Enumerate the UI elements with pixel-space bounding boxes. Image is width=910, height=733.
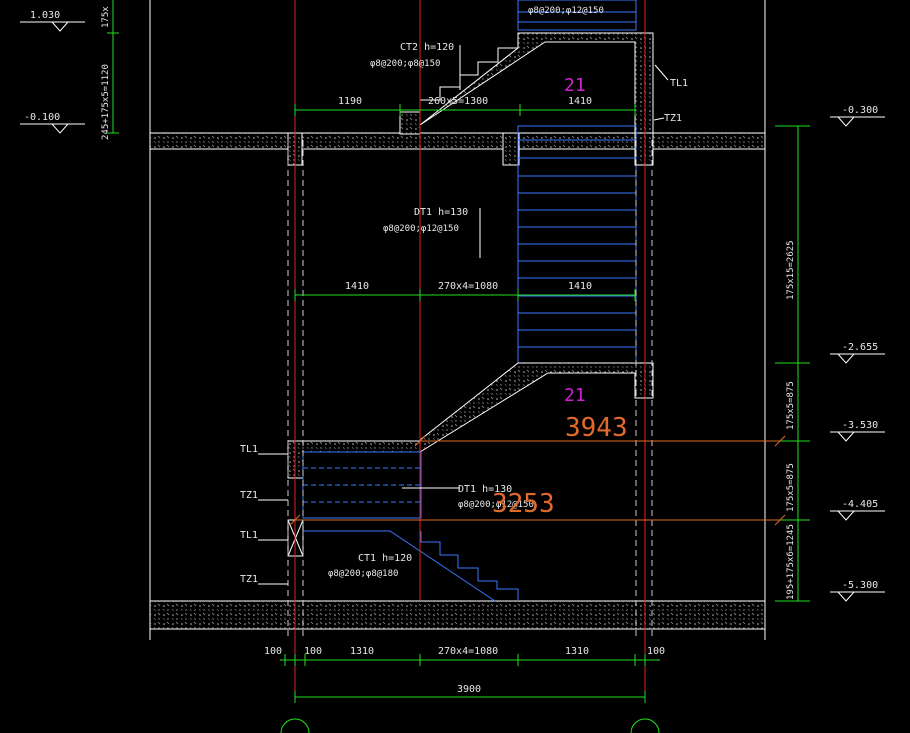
room-label-upper: 21 xyxy=(564,75,586,96)
room-label-lower: 21 xyxy=(564,385,586,406)
building-outline xyxy=(149,0,766,640)
elev-r2: -2.655 xyxy=(842,342,878,353)
elev-mid-left: -0.100 xyxy=(24,112,60,123)
ct2-name: CT2 h=120 xyxy=(400,42,454,53)
elev-r5: -5.300 xyxy=(842,580,878,591)
ct1-name: CT1 h=120 xyxy=(358,553,412,564)
dim-total: 3900 xyxy=(457,684,481,695)
tl1-a-label: TL1 xyxy=(240,444,258,455)
elev-r1: -0.300 xyxy=(842,105,878,116)
measure-3943: 3943 xyxy=(565,413,628,443)
elev-r4: -4.405 xyxy=(842,499,878,510)
dim-row2-a: 1410 xyxy=(345,281,369,292)
dimension-lines xyxy=(107,0,810,703)
ct1-rebar: φ8@200;φ8@180 xyxy=(328,569,398,579)
elevation-marks xyxy=(20,21,885,602)
dim-right-v4: 195+175x6=1245 xyxy=(786,524,796,600)
dt1-upper-rebar: φ8@200;φ12@150 xyxy=(383,224,459,234)
dim-row2-c: 1410 xyxy=(568,281,592,292)
dim-bottom-f: 100 xyxy=(647,646,665,657)
tz1-top-label: TZ1 xyxy=(664,113,682,124)
ct2-rebar: φ8@200;φ8@150 xyxy=(370,59,440,69)
tz1-b-label: TZ1 xyxy=(240,574,258,585)
dim-left-v2: 245+175x5=1120 xyxy=(101,64,111,140)
dim-bottom-a: 100 xyxy=(264,646,282,657)
dim-right-v3: 175x5=875 xyxy=(786,463,796,512)
dim-left-v1: 175x xyxy=(101,6,111,28)
dim-right-v1: 175x15=2625 xyxy=(786,240,796,300)
tl1-b-label: TL1 xyxy=(240,530,258,541)
stair-ct2 xyxy=(419,32,654,134)
elev-top-left: 1.030 xyxy=(30,10,60,21)
dim-bottom-b: 100 xyxy=(304,646,322,657)
leader-lines xyxy=(258,45,669,585)
column-guides xyxy=(287,140,653,640)
stair-dt1-lower-flight xyxy=(302,451,422,519)
axis-bubbles xyxy=(280,718,660,733)
top-landing-hatch xyxy=(517,0,637,31)
dt1-lower-rebar: φ8@200;φ12@150 xyxy=(458,500,534,510)
ground-slab xyxy=(149,600,766,630)
stair-dt1-upper-flight xyxy=(517,125,637,365)
top-rebar-label: φ8@200;φ12@150 xyxy=(528,6,604,16)
tz1-a-label: TZ1 xyxy=(240,490,258,501)
dim-bottom-d: 270x4=1080 xyxy=(438,646,498,657)
dim-bottom-e: 1310 xyxy=(565,646,589,657)
measure-lines xyxy=(289,435,786,526)
dim-row2-b: 270x4=1080 xyxy=(438,281,498,292)
dim-row1-b: 260x5=1300 xyxy=(428,96,488,107)
dim-bottom-c: 1310 xyxy=(350,646,374,657)
dt1-lower-name: DT1 h=130 xyxy=(458,484,512,495)
dim-row1-a: 1190 xyxy=(338,96,362,107)
dim-row1-c: 1410 xyxy=(568,96,592,107)
elev-r3: -3.530 xyxy=(842,420,878,431)
dt1-upper-name: DT1 h=130 xyxy=(414,207,468,218)
measure-3253: 3253 xyxy=(492,489,555,519)
dim-right-v2: 175x5=875 xyxy=(786,381,796,430)
tl1-top-label: TL1 xyxy=(670,78,688,89)
